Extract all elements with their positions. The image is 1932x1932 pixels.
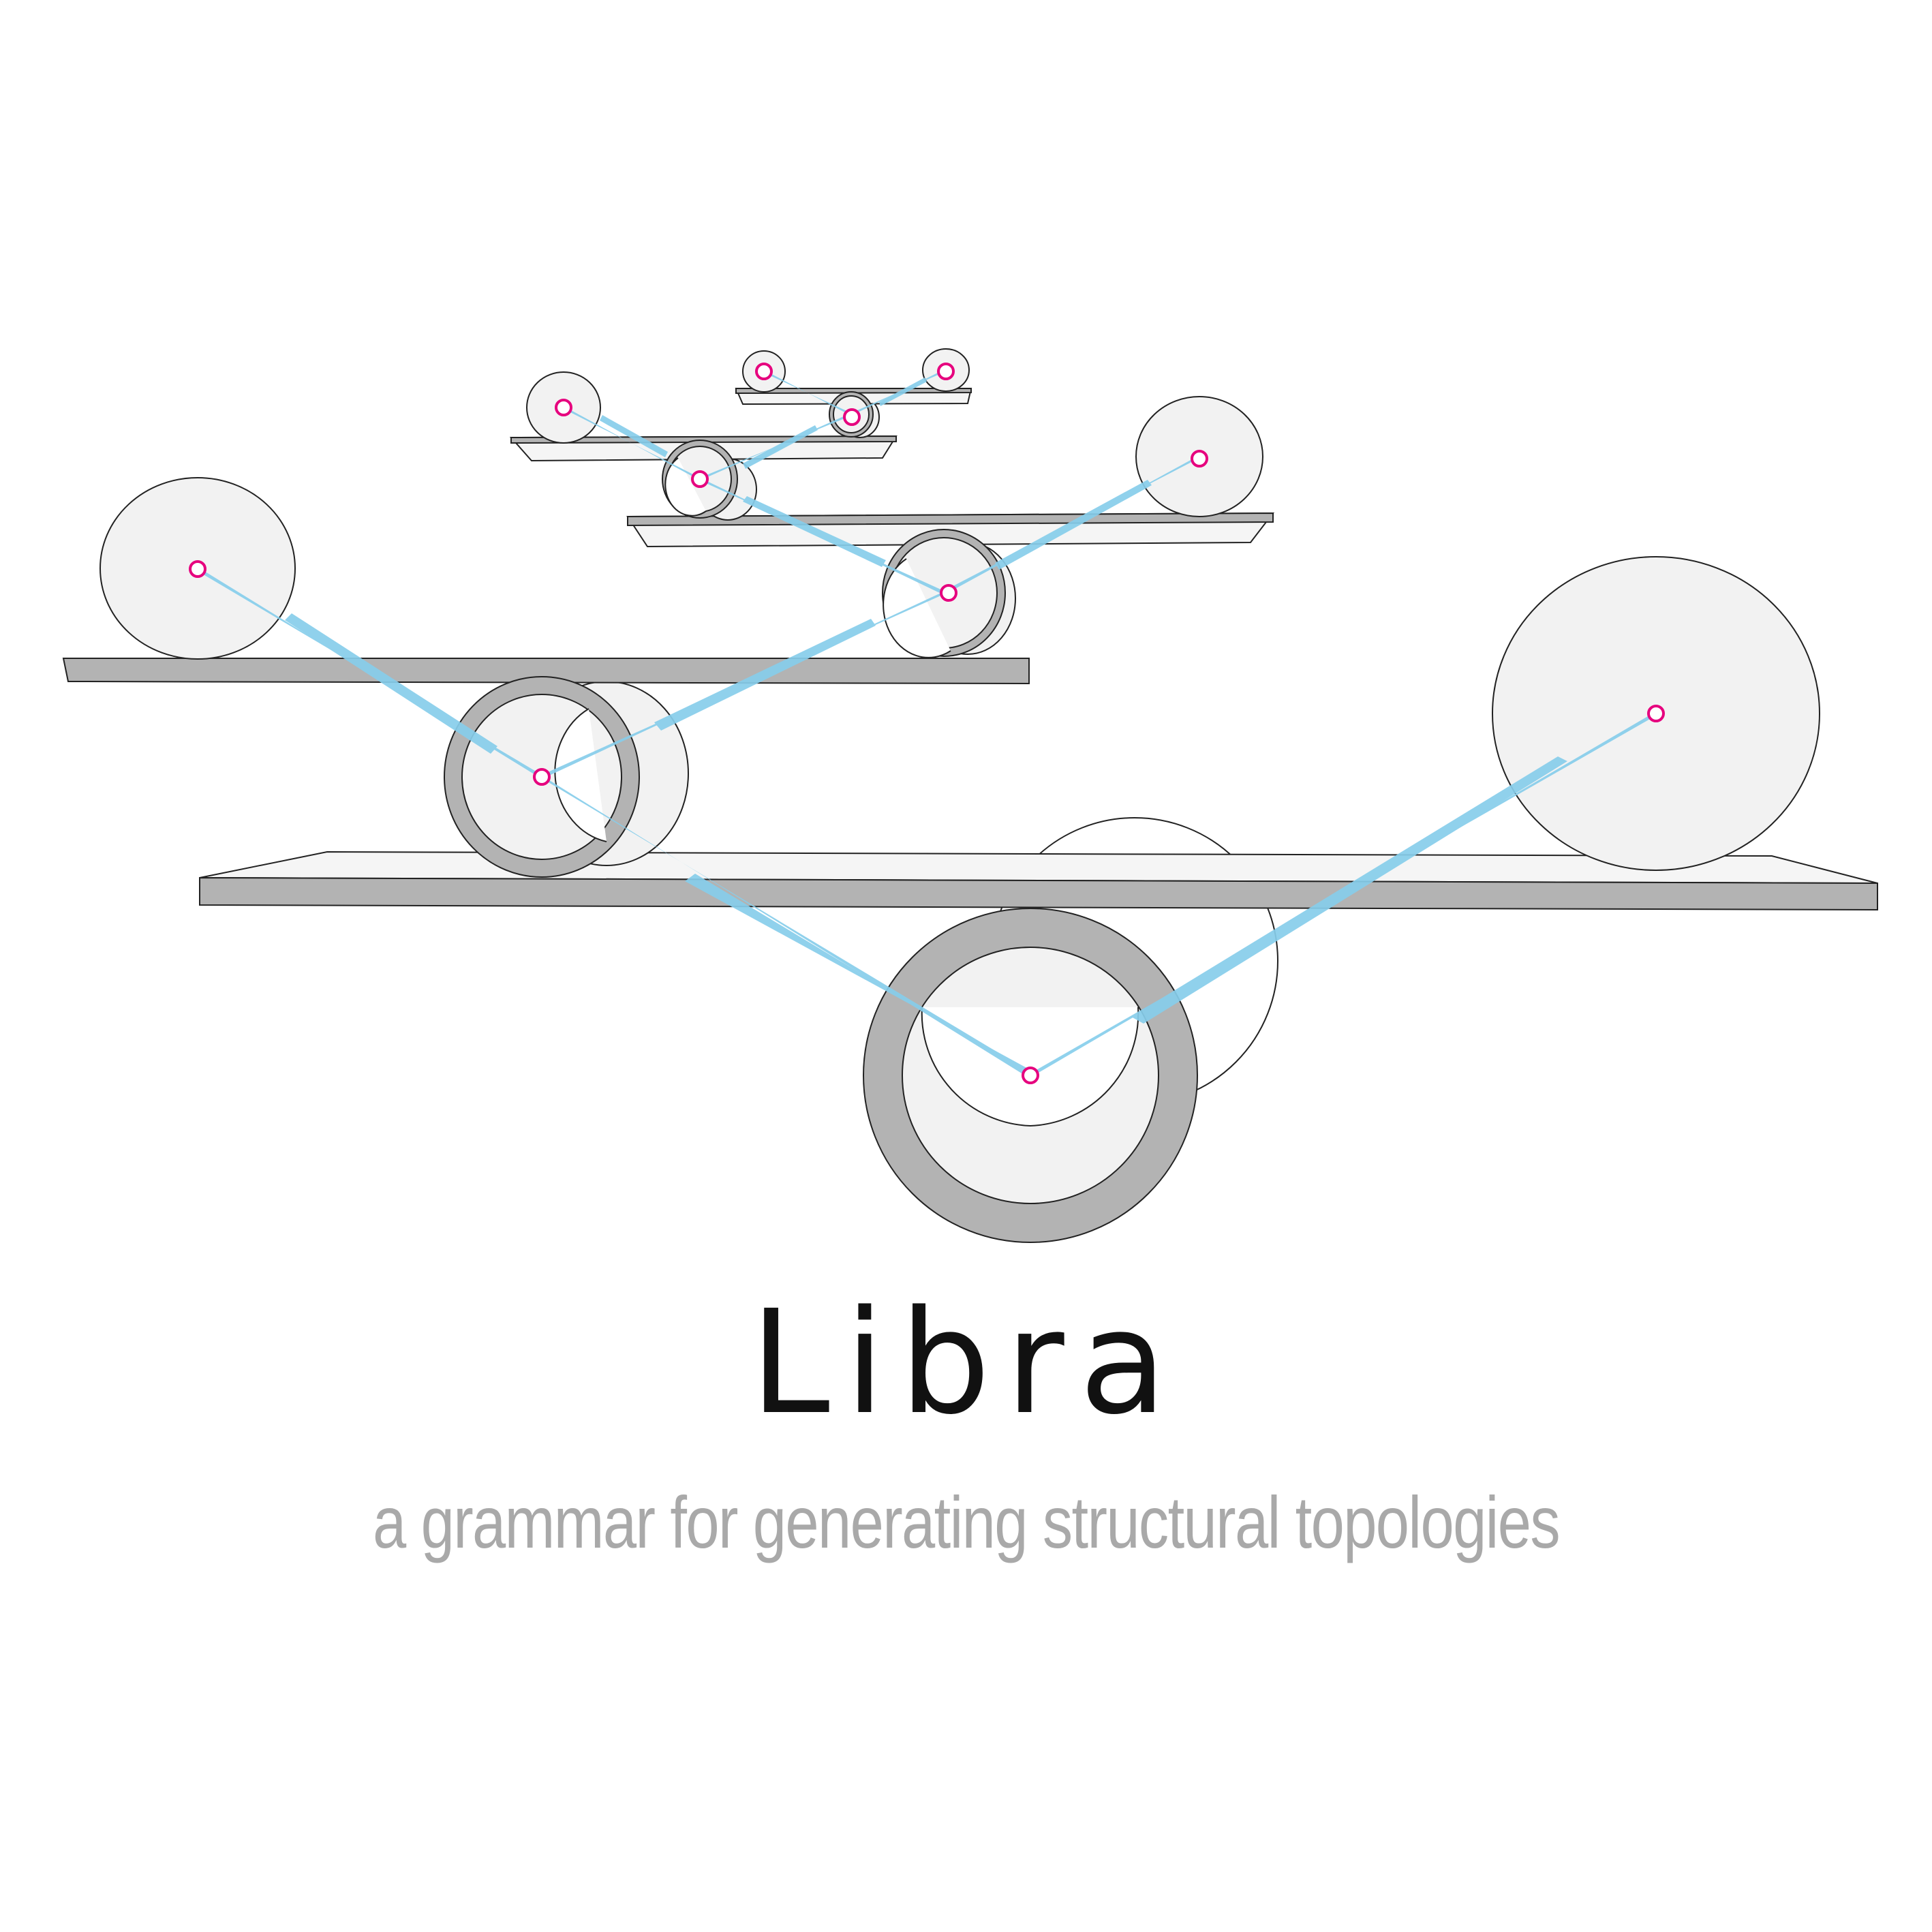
link-l4-left-body [600,415,668,457]
node-l5-pivot [843,408,861,426]
node-l3-right [1191,450,1208,467]
page-subtitle: a grammar for generating structural topo… [373,1481,1561,1563]
link-l1-right-body [1131,756,1567,1024]
link-l2-l3-body [654,619,876,731]
topology-links [198,369,1656,1079]
node-l5-left [755,363,773,380]
link-l3-l4-body [743,496,886,567]
link-l3-right-body [995,480,1152,570]
link-l1-l2a-body [685,874,1030,1075]
node-l2-left [189,560,206,578]
link-l4-l5-body [743,425,818,469]
node-l4-left [555,399,572,416]
page-title: Libra [750,1279,1182,1446]
node-l3-pivot [940,584,957,602]
node-l1-pivot [1022,1067,1039,1084]
node-l5-right [937,363,955,380]
topology-nodes [189,363,1665,1084]
link-l5-right-body [879,378,927,406]
node-l2-pivot [533,768,551,786]
link-l2-left-body [285,613,497,754]
link-l4-left [564,406,700,480]
link-l5-left [764,370,851,416]
node-l1-right [1647,705,1665,722]
node-l4-pivot [691,470,709,488]
